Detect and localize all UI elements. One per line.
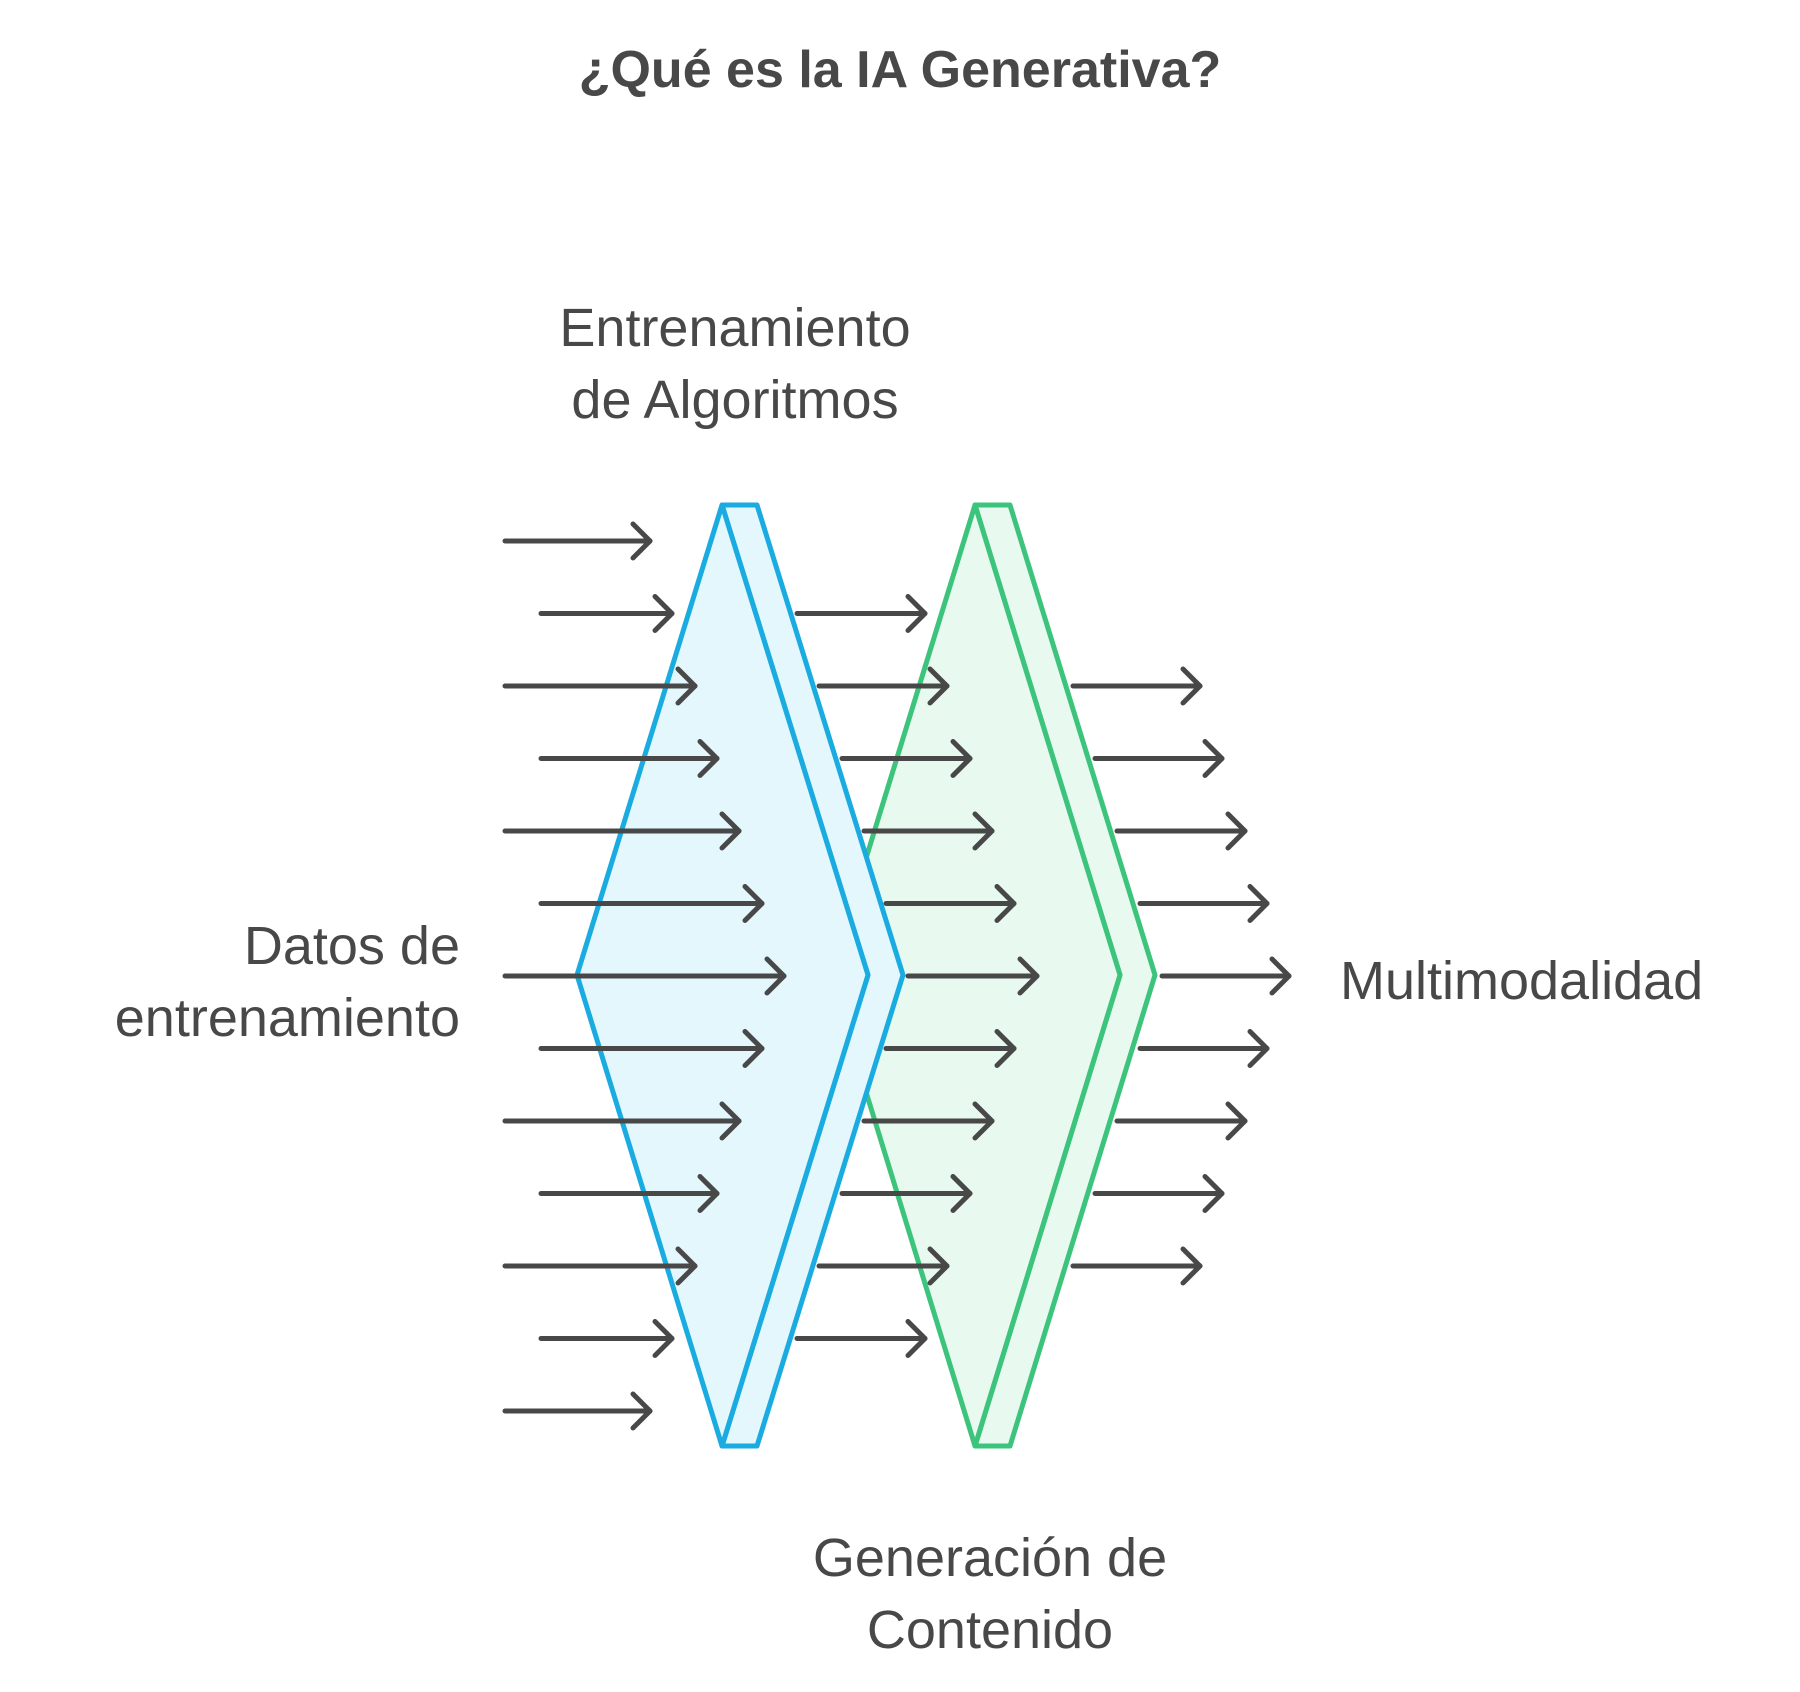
output-arrow — [1070, 1246, 1203, 1286]
middle-arrow — [861, 811, 995, 851]
output-arrow — [1070, 666, 1203, 706]
training-data-label-line: entrenamiento — [114, 988, 460, 1048]
content-generation-label-line: Generación de — [812, 1528, 1168, 1588]
input-arrows — [502, 521, 787, 1431]
input-arrow — [538, 1029, 765, 1068]
training-data-label-line: Datos de — [243, 916, 460, 976]
middle-arrow — [861, 1101, 995, 1141]
middle-arrow — [794, 594, 928, 633]
multimodality-label-line: Multimodalidad — [1340, 951, 1704, 1011]
output-arrow — [1137, 884, 1270, 923]
input-arrow — [502, 666, 698, 706]
content-generation-label-line: Contenido — [866, 1600, 1114, 1660]
training-algorithms-label-line: Entrenamiento — [559, 298, 911, 358]
input-arrow — [502, 811, 742, 851]
middle-arrow — [839, 739, 973, 778]
middle-arrow — [816, 1246, 950, 1286]
training-algorithms-label: Entrenamiento de Algoritmos — [530, 292, 940, 436]
output-arrow — [1114, 811, 1248, 851]
middle-arrows — [794, 594, 1040, 1358]
diagram-title: ¿Qué es la IA Generativa? — [578, 41, 1222, 99]
middle-arrow — [883, 1029, 1017, 1068]
content-generation-label: Generación de Contenido — [770, 1522, 1210, 1666]
middle-arrow — [794, 1319, 928, 1358]
output-arrow — [1114, 1101, 1248, 1141]
input-arrow — [538, 594, 675, 633]
training-algorithms-label-line: de Algoritmos — [571, 370, 899, 430]
output-arrow — [1159, 956, 1292, 996]
input-arrow — [538, 739, 720, 778]
multimodality-label: Multimodalidad — [1340, 945, 1780, 1017]
middle-arrow — [905, 956, 1040, 996]
middle-arrow — [883, 884, 1017, 923]
input-arrow — [502, 956, 787, 996]
input-arrow — [502, 1101, 742, 1141]
input-arrow — [502, 1246, 698, 1286]
middle-arrow — [839, 1174, 973, 1213]
training-data-label: Datos de entrenamiento — [40, 910, 460, 1054]
middle-arrow — [816, 666, 950, 706]
input-arrow — [538, 1174, 720, 1213]
output-arrow — [1092, 739, 1225, 778]
input-arrow — [538, 1319, 675, 1358]
input-arrow — [502, 521, 653, 561]
input-arrow — [538, 884, 765, 923]
input-arrow — [502, 1391, 653, 1431]
output-arrows — [1070, 666, 1292, 1286]
output-arrow — [1137, 1029, 1270, 1068]
output-arrow — [1092, 1174, 1225, 1213]
